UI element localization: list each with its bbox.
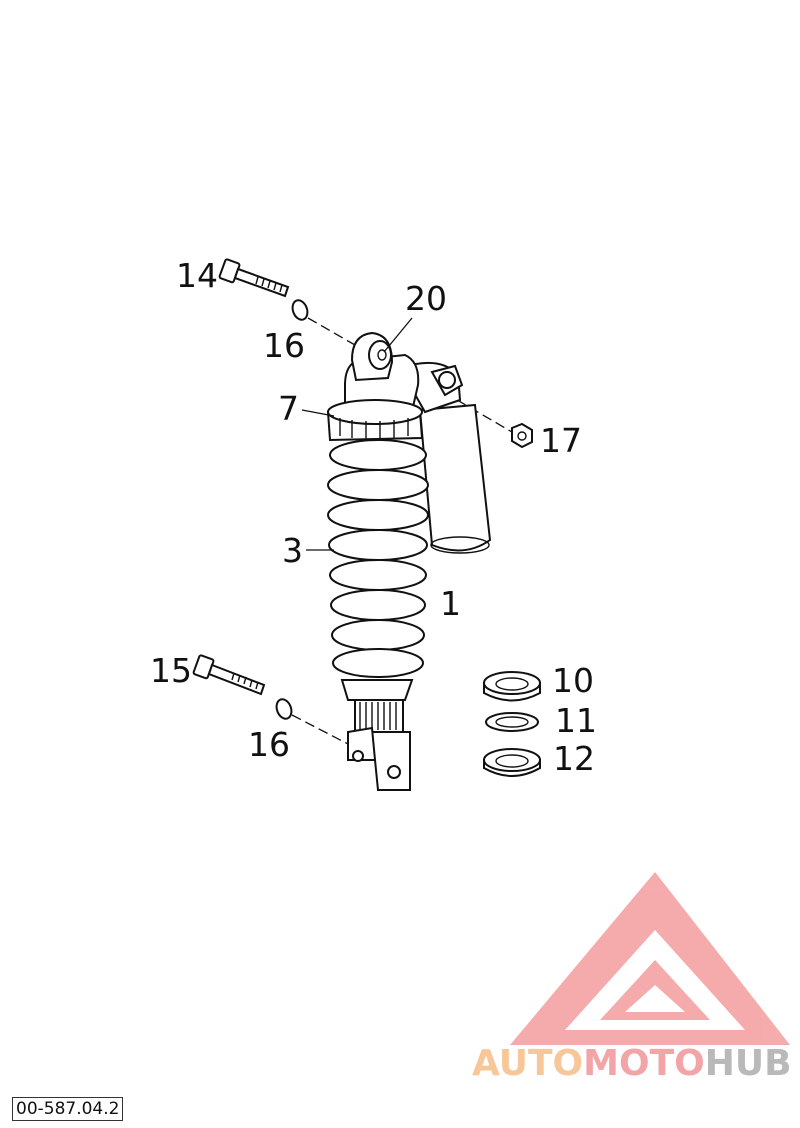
washer-lower-icon [275, 698, 293, 720]
spring-icon [327, 439, 429, 678]
watermark-part-moto: MOTO [583, 1043, 705, 1084]
callout-14: 14 [176, 256, 218, 295]
washer-upper-icon [291, 299, 309, 321]
lower-bolt-icon [192, 654, 266, 696]
leader-line-7 [301, 409, 335, 417]
watermark-text: AUTOMOTOHUB [472, 1043, 792, 1084]
callout-15: 15 [150, 651, 192, 690]
callout-17: 17 [540, 421, 582, 460]
leader-line-20 [383, 317, 413, 353]
reservoir-icon [398, 361, 492, 554]
callout-20: 20 [405, 279, 447, 318]
callout-12: 12 [553, 739, 595, 778]
adjusting-ring-icon [326, 399, 424, 442]
nut-icon [511, 422, 533, 449]
reference-code: 00-587.04.2 [12, 1097, 124, 1121]
callout-3: 3 [282, 531, 303, 570]
spring-seat-lower-icon [483, 748, 541, 777]
watermark-part-hub: HUB [704, 1043, 792, 1084]
callout-10: 10 [552, 661, 594, 700]
watermark-logo-icon [510, 872, 790, 1045]
lower-clevis-icon [340, 679, 414, 791]
upper-bolt-icon [218, 258, 290, 298]
callout-7: 7 [278, 389, 299, 428]
watermark-part-auto: AUTO [472, 1043, 584, 1084]
callout-16-upper: 16 [263, 326, 305, 365]
assembly-line-lower [291, 714, 351, 746]
spring-seat-upper-icon [483, 671, 541, 702]
callout-1: 1 [440, 584, 461, 623]
spring-seat-washer-icon [485, 712, 539, 732]
callout-11: 11 [555, 701, 597, 740]
assembly-line-upper [307, 317, 356, 346]
callout-16-lower: 16 [248, 725, 290, 764]
